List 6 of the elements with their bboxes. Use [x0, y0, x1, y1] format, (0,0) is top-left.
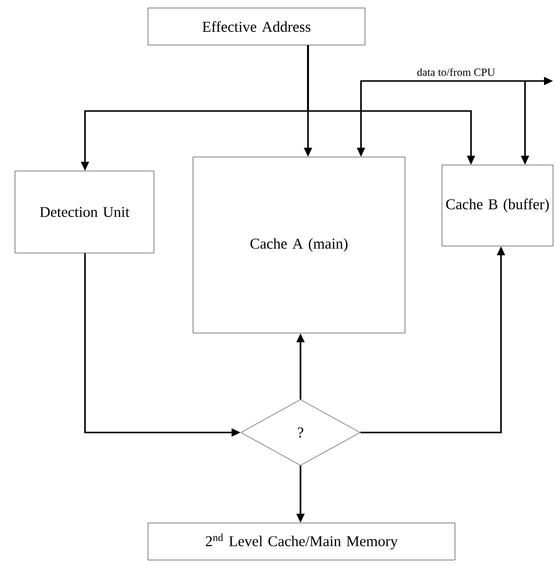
cache-box: Cache A (main)	[192, 156, 406, 334]
unit-box: Detection Unit	[14, 170, 154, 254]
cache-box: Cache B (buffer)	[442, 164, 554, 246]
address-box: Effective Address	[148, 8, 366, 46]
edge-label: data to/from CPU	[416, 67, 496, 77]
memory-box: 2$^{nd}$ Level Cache/Main Memory	[148, 522, 456, 560]
